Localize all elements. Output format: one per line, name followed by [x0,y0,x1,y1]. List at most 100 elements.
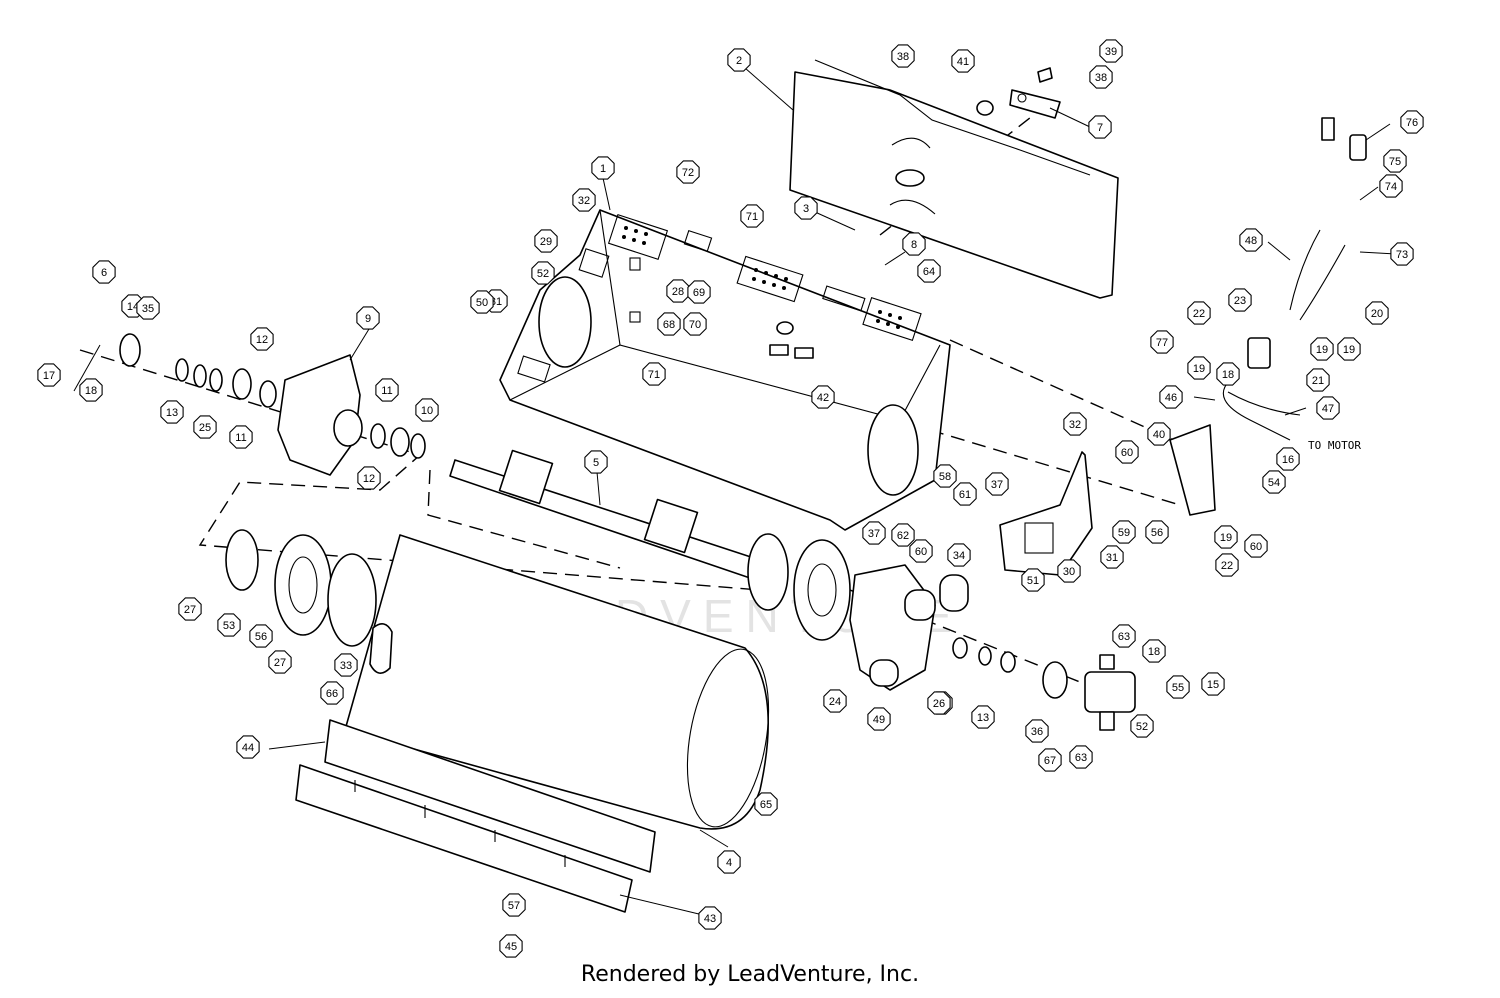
callout-number: 74 [1385,181,1397,193]
callout-octagon [1099,39,1123,63]
callout-number: 71 [746,211,758,223]
callout-number: 64 [923,266,935,278]
callout-octagon [357,466,381,490]
callout-51: 51 [1021,568,1045,592]
callout-number: 60 [915,546,927,558]
callout-number: 13 [166,407,178,419]
callout-22: 22 [1215,553,1239,577]
callout-8: 8 [902,232,926,256]
callout-number: 71 [648,369,660,381]
callout-38: 38 [891,44,915,68]
callout-32: 32 [1063,412,1087,436]
callout-octagon [953,482,977,506]
callout-octagon [1337,337,1361,361]
callout-10: 10 [415,398,439,422]
callout-number: 31 [1106,552,1118,564]
callout-octagon [867,707,891,731]
callout-octagon [499,934,523,958]
callout-16: 16 [1276,447,1300,471]
callout-56: 56 [249,624,273,648]
callout-77: 77 [1150,330,1174,354]
callout-42: 42 [811,385,835,409]
callout-octagon [1025,719,1049,743]
callout-number: 19 [1316,344,1328,356]
callout-octagon [236,735,260,759]
callout-48: 48 [1239,228,1263,252]
callout-octagon [1400,110,1424,134]
callout-5: 5 [584,450,608,474]
callout-number: 73 [1396,249,1408,261]
callout-octagon [531,261,555,285]
callout-octagon [917,259,941,283]
callout-53: 53 [217,613,241,637]
callout-31: 31 [1100,545,1124,569]
callout-octagon [1089,65,1113,89]
callout-number: 49 [873,714,885,726]
callout-octagon [1316,396,1340,420]
callout-number: 42 [817,392,829,404]
callout-number: 62 [897,530,909,542]
callout-number: 38 [897,51,909,63]
callout-6: 6 [92,260,116,284]
callout-octagon [229,425,253,449]
callout-23: 23 [1228,288,1252,312]
callout-octagon [591,156,615,180]
callout-number: 47 [1322,403,1334,415]
callout-number: 11 [235,432,246,444]
callout-octagon [334,653,358,677]
callout-octagon [933,464,957,488]
callout-octagon [1142,639,1166,663]
callout-octagon [727,48,751,72]
left-hub-assembly [119,333,426,476]
callout-octagon [356,306,380,330]
callout-20: 20 [1365,301,1389,325]
callout-octagon [1383,149,1407,173]
hydraulic-hoses [1222,117,1367,441]
callout-2: 2 [727,48,751,72]
callout-27: 27 [268,650,292,674]
callout-octagon [1057,559,1081,583]
callout-octagon [1365,301,1389,325]
callout-octagon [1214,525,1238,549]
callout-74: 74 [1379,174,1403,198]
callout-11: 11 [229,425,253,449]
callout-number: 50 [476,297,488,309]
drum [344,534,770,830]
callout-number: 60 [1121,447,1133,459]
callout-octagon [951,49,975,73]
callout-67: 67 [1038,748,1062,772]
callout-octagon [1069,745,1093,769]
callout-50: 50 [470,290,494,314]
callout-19: 19 [1337,337,1361,361]
callout-number: 58 [939,471,951,483]
callout-19: 19 [1310,337,1334,361]
callout-41: 41 [951,49,975,73]
callout-octagon [1187,356,1211,380]
callout-number: 60 [1250,541,1262,553]
callout-number: 14 [127,301,139,313]
callout-19: 19 [1187,356,1211,380]
callout-octagon [534,229,558,253]
callout-octagon [823,689,847,713]
callout-65: 65 [754,792,778,816]
callout-number: 32 [578,195,590,207]
callout-octagon [1379,174,1403,198]
callout-number: 22 [1193,308,1205,320]
callout-28: 28 [666,279,690,303]
callout-number: 11 [381,385,392,397]
callout-number: 9 [365,313,371,325]
callout-12: 12 [250,327,274,351]
callout-number: 4 [726,857,732,869]
callout-number: 61 [959,489,971,501]
callout-59: 59 [1112,520,1136,544]
callout-47: 47 [1316,396,1340,420]
callout-number: 33 [340,660,352,672]
callout-octagon [1244,534,1268,558]
callout-60: 60 [1244,534,1268,558]
callout-60: 60 [909,539,933,563]
callout-number: 35 [142,303,154,315]
callout-number: 15 [1207,679,1219,691]
callout-octagon [927,691,951,715]
callout-octagon [891,523,915,547]
callout-number: 65 [760,799,772,811]
